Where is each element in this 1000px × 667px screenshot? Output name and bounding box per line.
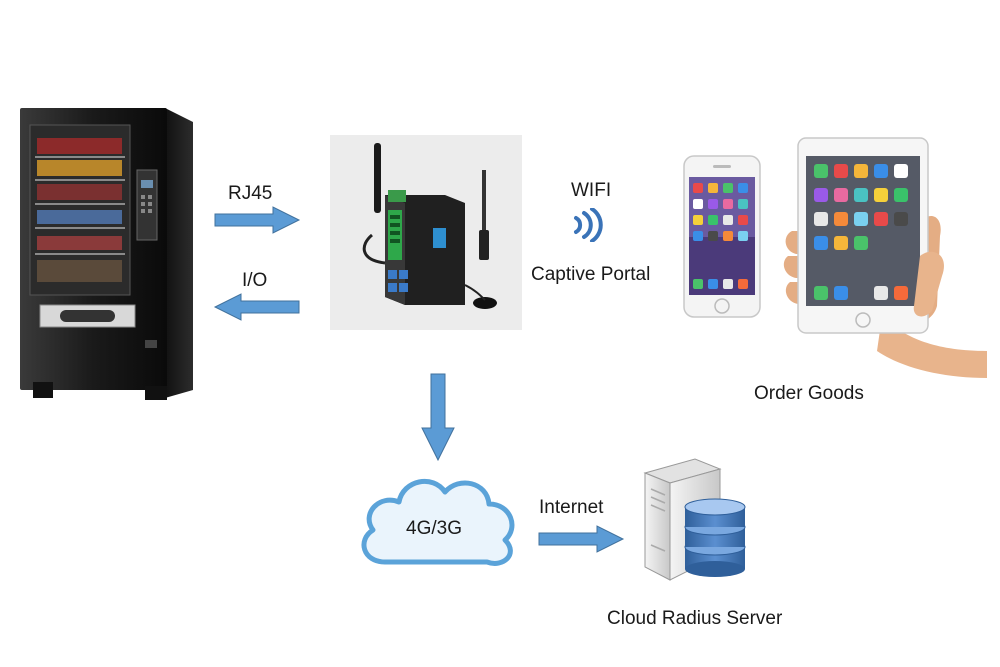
wifi-label: WIFI xyxy=(571,180,612,201)
tablet-image xyxy=(782,136,987,378)
order-goods-label: Order Goods xyxy=(754,383,864,404)
rj45-label: RJ45 xyxy=(228,183,273,204)
server-label: Cloud Radius Server xyxy=(607,608,783,629)
io-label: I/O xyxy=(242,270,268,291)
io-arrow xyxy=(213,292,301,322)
rj45-arrow xyxy=(213,205,301,235)
smartphone-image xyxy=(683,155,761,318)
vending-machine-image xyxy=(15,100,200,405)
internet-arrow xyxy=(537,524,625,554)
down-arrow xyxy=(420,372,456,462)
network-label: 4G/3G xyxy=(406,518,462,539)
captive-portal-label: Captive Portal xyxy=(531,264,651,285)
router-image xyxy=(330,135,522,330)
server-database-icon xyxy=(635,455,750,585)
wifi-icon xyxy=(568,208,608,242)
cloud-icon xyxy=(355,470,523,572)
internet-label: Internet xyxy=(539,497,604,518)
